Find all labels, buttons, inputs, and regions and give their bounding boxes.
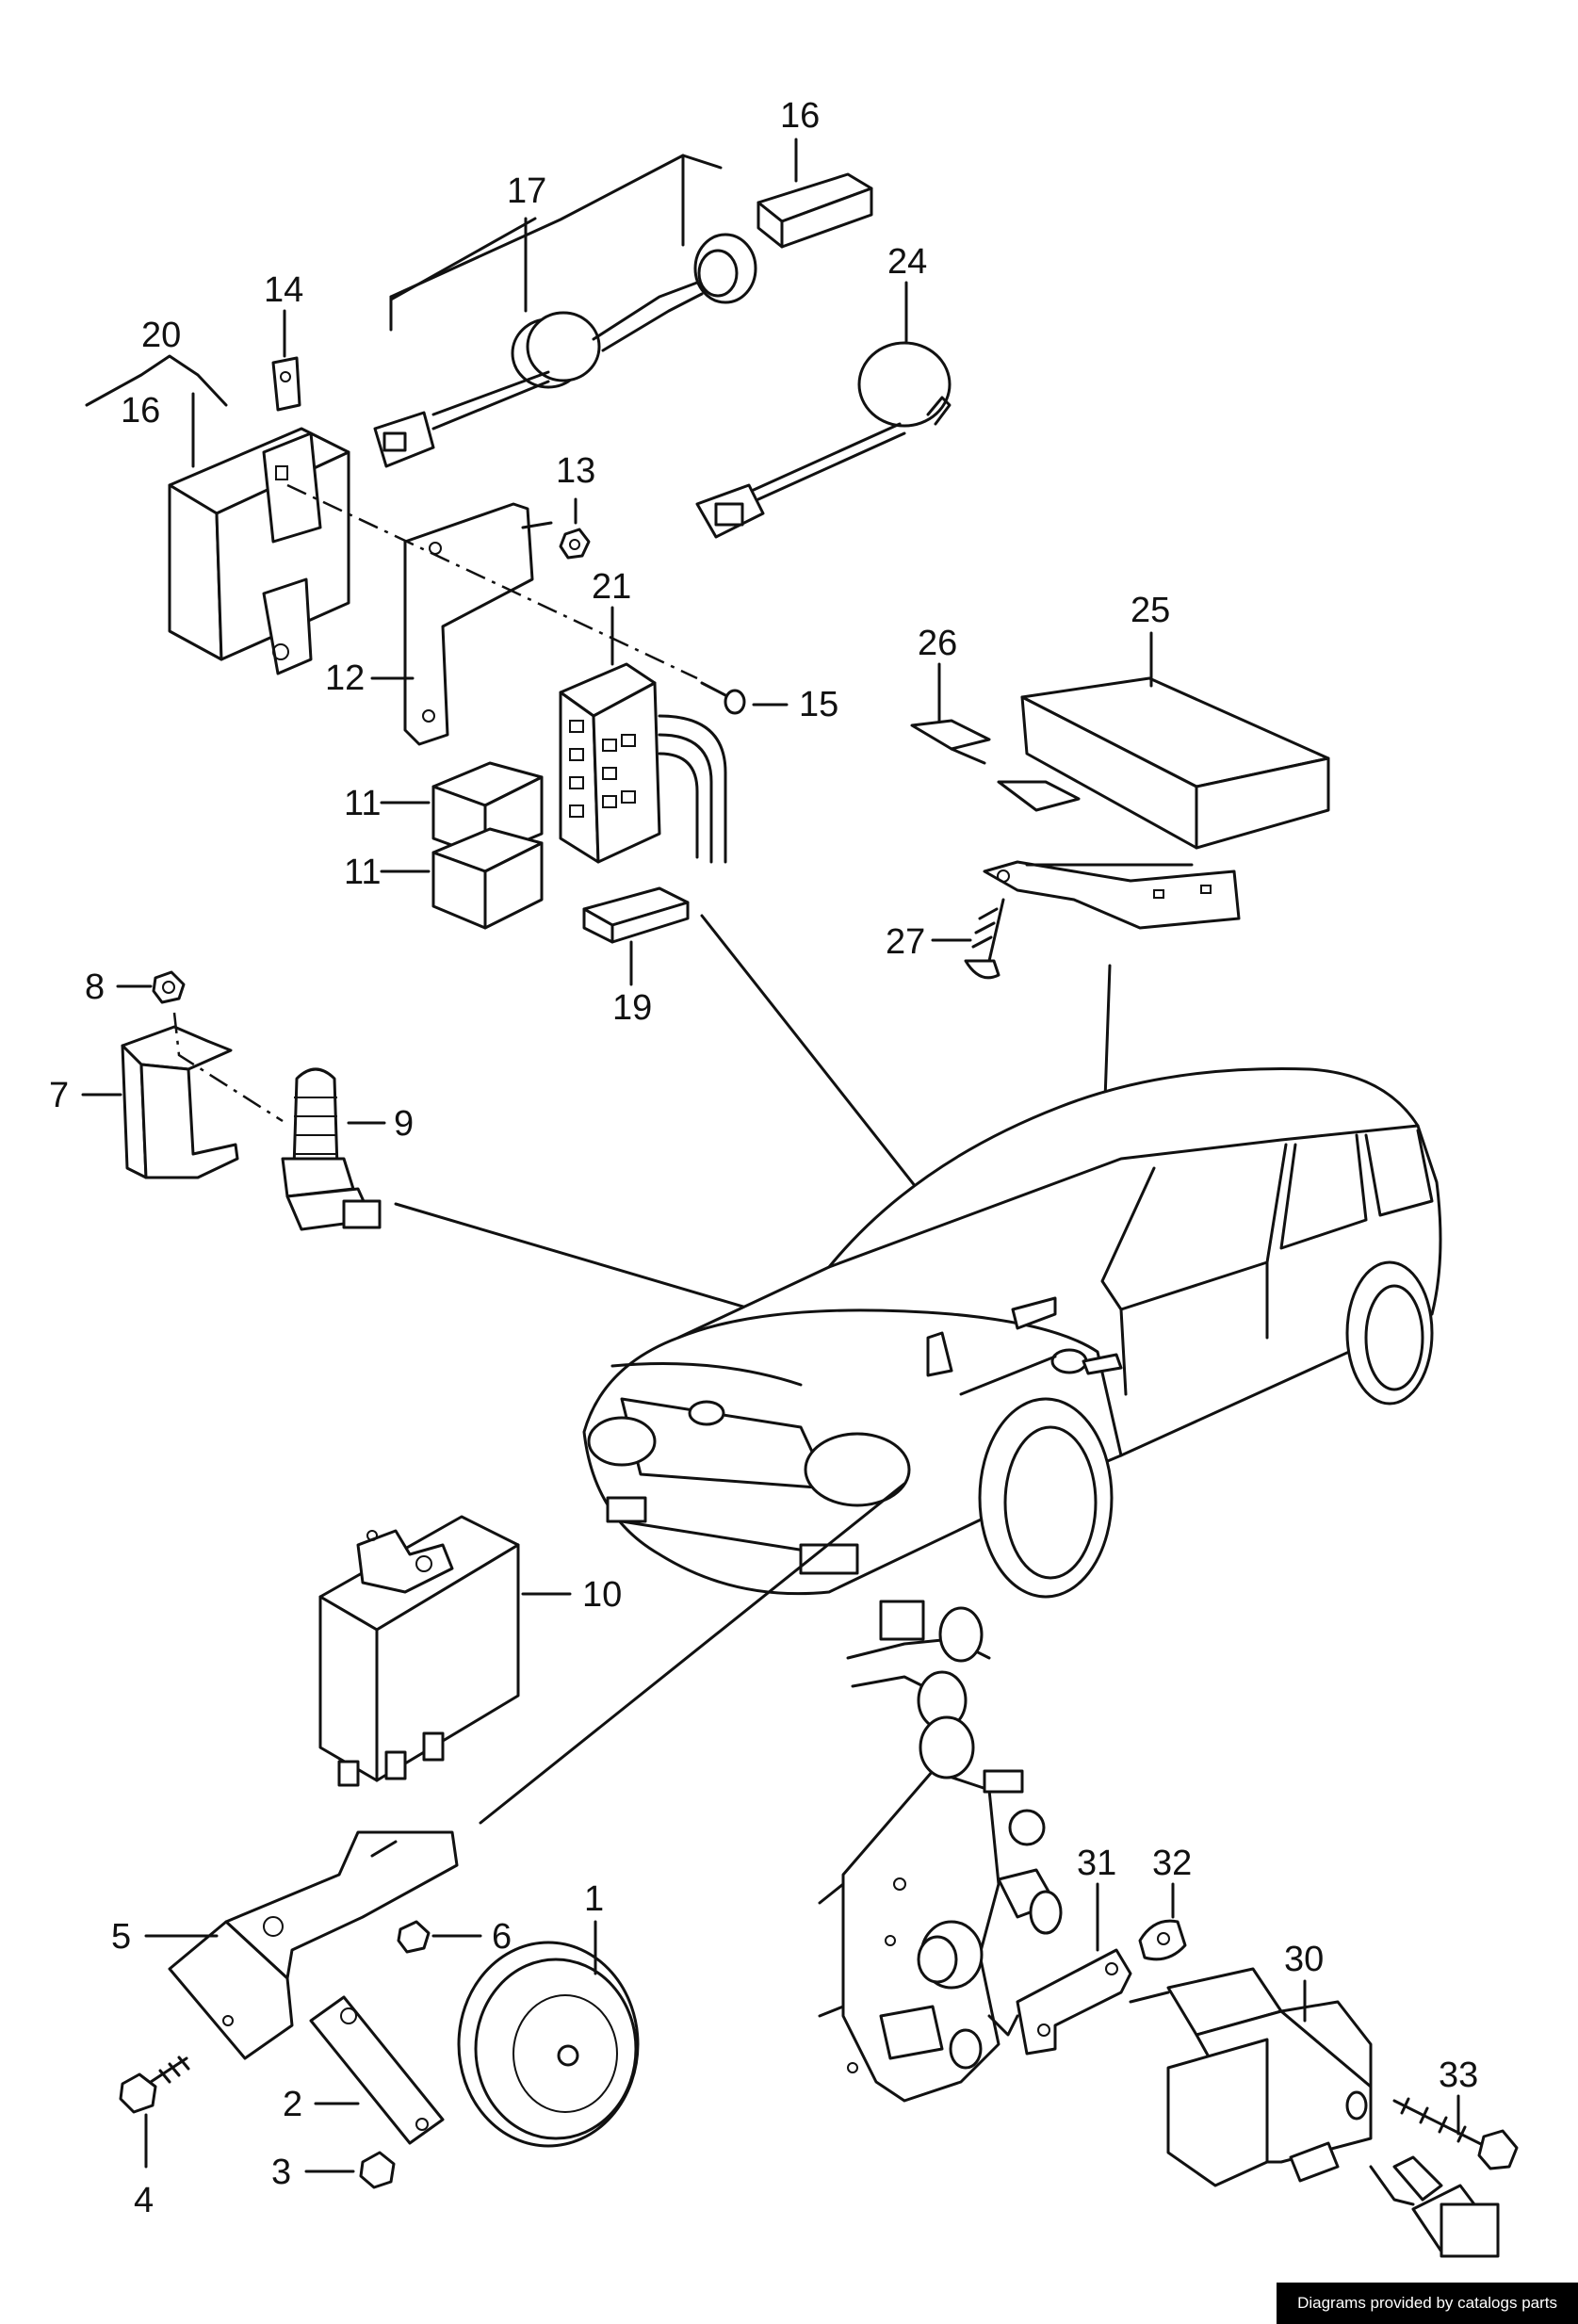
engine-assembly (818, 1600, 1063, 2103)
callout-8: 8 (85, 967, 105, 1007)
centerline-12 (286, 483, 698, 680)
part-14-clip[interactable] (271, 356, 301, 412)
callout-12: 12 (325, 658, 365, 698)
part-11-relay-lower[interactable] (431, 827, 544, 930)
callout-26: 26 (918, 624, 957, 663)
part-21-fuse-block[interactable] (559, 662, 727, 864)
callout-2: 2 (283, 2085, 302, 2124)
callout-21: 21 (592, 567, 631, 607)
callout-11-upper: 11 (344, 784, 381, 823)
callout-32: 32 (1152, 1844, 1192, 1883)
part-4-screw[interactable] (119, 2056, 190, 2114)
part-20-relay-box[interactable] (168, 427, 350, 675)
callout-10: 10 (582, 1575, 622, 1615)
part-1-horn[interactable] (457, 1941, 640, 2148)
part-32-clip[interactable] (1138, 1919, 1187, 1961)
callout-6: 6 (492, 1917, 512, 1957)
part-5-bracket[interactable] (168, 1830, 459, 2060)
callout-30: 30 (1284, 1940, 1324, 1979)
callout-14: 14 (264, 270, 303, 310)
callout-16-top: 16 (780, 96, 820, 136)
part-27-screw[interactable] (964, 898, 1005, 980)
callout-15: 15 (799, 685, 838, 724)
connector-30[interactable] (1369, 2155, 1500, 2258)
part-12-bracket[interactable] (403, 502, 534, 746)
part-2-strip[interactable] (309, 1995, 445, 2145)
part-8-nut[interactable] (152, 970, 186, 1004)
callout-7: 7 (49, 1076, 69, 1115)
callout-31: 31 (1077, 1844, 1116, 1883)
part-13-nut[interactable] (559, 528, 591, 560)
callout-13: 13 (556, 451, 595, 491)
callout-33: 33 (1439, 2056, 1478, 2095)
part-17-harness[interactable] (373, 154, 757, 468)
part-6-nut[interactable] (397, 1920, 431, 1954)
callout-27: 27 (886, 922, 925, 962)
part-19-pad[interactable] (582, 886, 690, 944)
part-3-nut[interactable] (359, 2151, 396, 2189)
part-7-bracket[interactable] (121, 1025, 239, 1179)
callout-11-lower: 11 (344, 853, 381, 892)
callout-17: 17 (507, 171, 546, 211)
bracket-20 (85, 354, 228, 407)
part-9-switch[interactable] (281, 1067, 382, 1231)
part-31-bracket[interactable] (1016, 1948, 1132, 2056)
callout-20: 20 (141, 316, 181, 355)
part-24-cap[interactable] (695, 341, 952, 539)
callout-1: 1 (584, 1879, 604, 1919)
callout-9: 9 (394, 1104, 414, 1144)
part-16-pad[interactable] (756, 172, 873, 249)
callout-25: 25 (1131, 591, 1170, 630)
part-33-bolt[interactable] (1392, 2097, 1519, 2170)
callout-19: 19 (612, 988, 652, 1028)
part-25-control-unit[interactable] (997, 676, 1330, 850)
part-10-control-unit[interactable] (318, 1515, 520, 1787)
callout-4: 4 (134, 2181, 154, 2220)
part-15-screw[interactable] (700, 681, 746, 715)
callout-24: 24 (887, 242, 927, 282)
part-30-actuator[interactable] (1129, 1967, 1373, 2187)
callout-3: 3 (271, 2153, 291, 2192)
stud-13 (521, 521, 553, 529)
bracket-17 (389, 217, 537, 301)
car-body (582, 1067, 1442, 1599)
pointer-10-to-car (479, 1482, 906, 1825)
part-26-clip[interactable] (910, 719, 991, 765)
callout-16-left: 16 (121, 391, 160, 431)
centerline-7 (172, 1012, 284, 1123)
callout-5: 5 (111, 1917, 131, 1957)
part-25-mount-bracket[interactable] (983, 860, 1241, 930)
credit-banner: Diagrams provided by catalogs parts (1277, 2283, 1578, 2324)
